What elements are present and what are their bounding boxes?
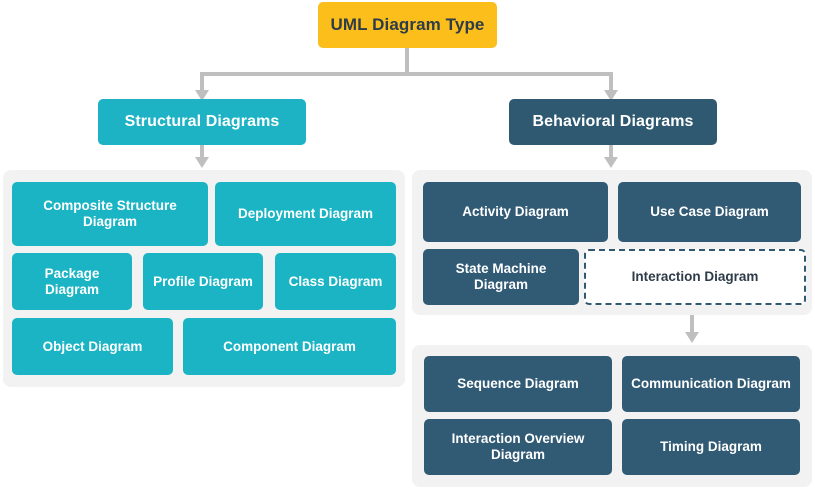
leaf-node-use-case-diagram[interactable]: Use Case Diagram: [618, 182, 801, 242]
leaf-node-class-diagram[interactable]: Class Diagram: [275, 253, 396, 310]
leaf-label-profile-diagram: Profile Diagram: [153, 273, 253, 289]
category-label-behavioral: Behavioral Diagrams: [532, 112, 694, 130]
leaf-label-composite-structure-diagram: Composite Structure Diagram: [43, 198, 177, 229]
behavioral-diagrams-panel: Activity Diagram Use Case Diagram State …: [412, 170, 812, 315]
root-node-label: UML Diagram Type: [330, 14, 485, 34]
connector-structural-drop: [200, 72, 204, 92]
leaf-node-profile-diagram[interactable]: Profile Diagram: [143, 253, 263, 310]
leaf-label-interaction-diagram: Interaction Diagram: [631, 269, 759, 285]
leaf-label-state-machine-diagram: State Machine Diagram: [455, 261, 547, 292]
leaf-node-deployment-diagram[interactable]: Deployment Diagram: [215, 182, 396, 246]
leaf-node-timing-diagram[interactable]: Timing Diagram: [622, 419, 800, 475]
leaf-label-timing-diagram: Timing Diagram: [660, 439, 762, 455]
leaf-label-interaction-overview-diagram: Interaction Overview Diagram: [451, 431, 585, 462]
leaf-label-activity-diagram: Activity Diagram: [462, 204, 569, 220]
leaf-node-object-diagram[interactable]: Object Diagram: [12, 318, 173, 375]
leaf-label-component-diagram: Component Diagram: [223, 338, 356, 354]
category-node-behavioral-diagrams[interactable]: Behavioral Diagrams: [509, 99, 717, 145]
leaf-node-state-machine-diagram[interactable]: State Machine Diagram: [423, 249, 579, 305]
leaf-node-communication-diagram[interactable]: Communication Diagram: [622, 356, 800, 412]
leaf-node-composite-structure-diagram[interactable]: Composite Structure Diagram: [12, 182, 208, 246]
connector-horizontal-bar: [200, 72, 613, 76]
leaf-label-class-diagram: Class Diagram: [288, 273, 383, 289]
leaf-label-communication-diagram: Communication Diagram: [631, 376, 791, 392]
leaf-node-sequence-diagram[interactable]: Sequence Diagram: [424, 356, 612, 412]
arrowhead-behavioral-panel: [604, 157, 618, 168]
leaf-node-package-diagram[interactable]: Package Diagram: [12, 253, 132, 310]
leaf-label-deployment-diagram: Deployment Diagram: [237, 206, 374, 222]
connector-root-stem: [405, 48, 409, 74]
leaf-node-interaction-overview-diagram[interactable]: Interaction Overview Diagram: [424, 419, 612, 475]
arrowhead-structural-panel: [195, 157, 209, 168]
connector-behavioral-to-panel: [609, 145, 613, 159]
connector-structural-to-panel: [200, 145, 204, 159]
category-label-structural: Structural Diagrams: [124, 112, 280, 130]
leaf-node-component-diagram[interactable]: Component Diagram: [183, 318, 396, 375]
root-node-uml-diagram-type[interactable]: UML Diagram Type: [318, 2, 497, 48]
structural-diagrams-panel: Composite Structure Diagram Deployment D…: [3, 170, 405, 387]
leaf-node-interaction-diagram[interactable]: Interaction Diagram: [584, 249, 806, 305]
leaf-label-sequence-diagram: Sequence Diagram: [457, 376, 579, 392]
interaction-diagrams-subpanel: Sequence Diagram Communication Diagram I…: [412, 345, 812, 487]
arrowhead-interaction-subpanel: [685, 332, 699, 343]
category-node-structural-diagrams[interactable]: Structural Diagrams: [98, 99, 306, 145]
leaf-label-object-diagram: Object Diagram: [42, 338, 143, 354]
connector-behavioral-drop: [609, 72, 613, 92]
leaf-node-activity-diagram[interactable]: Activity Diagram: [423, 182, 608, 242]
leaf-label-package-diagram: Package Diagram: [44, 265, 100, 297]
leaf-label-use-case-diagram: Use Case Diagram: [650, 204, 769, 220]
